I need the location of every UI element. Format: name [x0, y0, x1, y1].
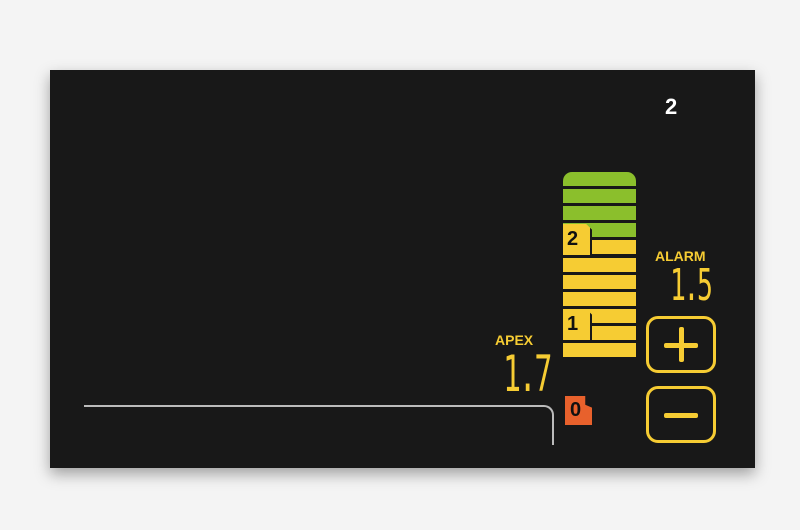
gauge-segment	[563, 343, 636, 357]
gauge-segment	[563, 274, 636, 289]
gauge-segment	[563, 291, 636, 306]
gauge-segment	[563, 257, 636, 272]
gauge-marker-2: 2	[563, 224, 592, 255]
alarm-label: ALARM	[655, 248, 706, 264]
waveform-trace	[84, 405, 554, 445]
gauge-segment	[563, 189, 636, 204]
apex-value: 1.7	[503, 345, 552, 403]
display-panel	[50, 70, 755, 468]
gauge-segment	[563, 172, 636, 186]
gauge-segment	[563, 206, 636, 221]
page-number: 2	[665, 94, 678, 119]
zero-marker: 0	[565, 396, 592, 425]
gauge-marker-1: 1	[563, 309, 592, 340]
apex-label: APEX	[495, 332, 534, 348]
alarm-value: 1.5	[670, 260, 713, 311]
decrease-button[interactable]	[646, 386, 716, 443]
increase-button[interactable]	[646, 316, 716, 373]
